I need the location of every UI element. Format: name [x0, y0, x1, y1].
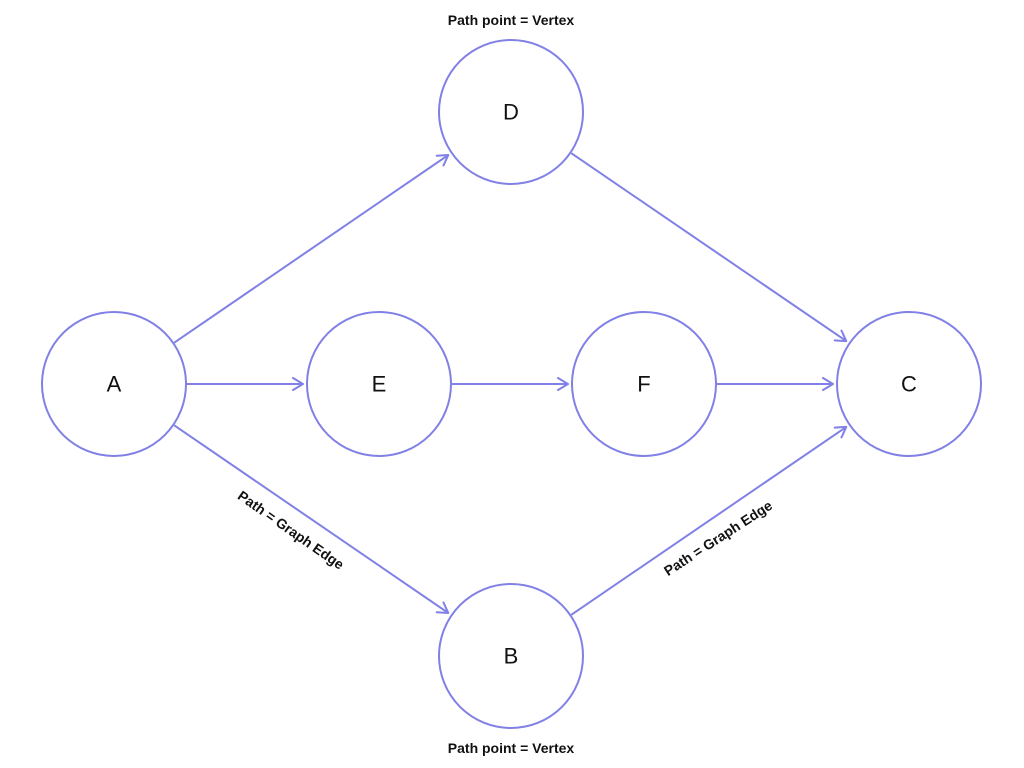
edge-a-b: [173, 424, 450, 614]
nodes-layer: A B C D E F: [41, 39, 982, 729]
node-c: C: [836, 311, 982, 457]
node-circle: [571, 311, 717, 457]
edge-b-c: [570, 425, 848, 616]
node-e: E: [306, 311, 452, 457]
node-circle: [438, 583, 584, 729]
node-label: F: [637, 372, 650, 397]
node-circle: [836, 311, 982, 457]
vertex-annotation-top: Path point = Vertex: [448, 12, 575, 28]
node-label: C: [901, 372, 917, 397]
node-f: F: [571, 311, 717, 457]
edge-d-c: [570, 152, 848, 343]
node-label: E: [372, 372, 387, 397]
node-circle: [306, 311, 452, 457]
node-circle: [41, 311, 187, 457]
node-label: D: [503, 100, 519, 125]
node-a: A: [41, 311, 187, 457]
node-b: B: [438, 583, 584, 729]
node-label: B: [504, 644, 519, 669]
node-circle: [438, 39, 584, 185]
node-label: A: [107, 372, 122, 397]
edge-annotation-bc: Path = Graph Edge: [661, 497, 775, 579]
vertex-annotation-bottom: Path point = Vertex: [448, 740, 575, 756]
node-d: D: [438, 39, 584, 185]
edges-layer: [173, 152, 848, 616]
edge-a-d: [173, 154, 450, 344]
edge-annotation-ab: Path = Graph Edge: [235, 487, 347, 572]
